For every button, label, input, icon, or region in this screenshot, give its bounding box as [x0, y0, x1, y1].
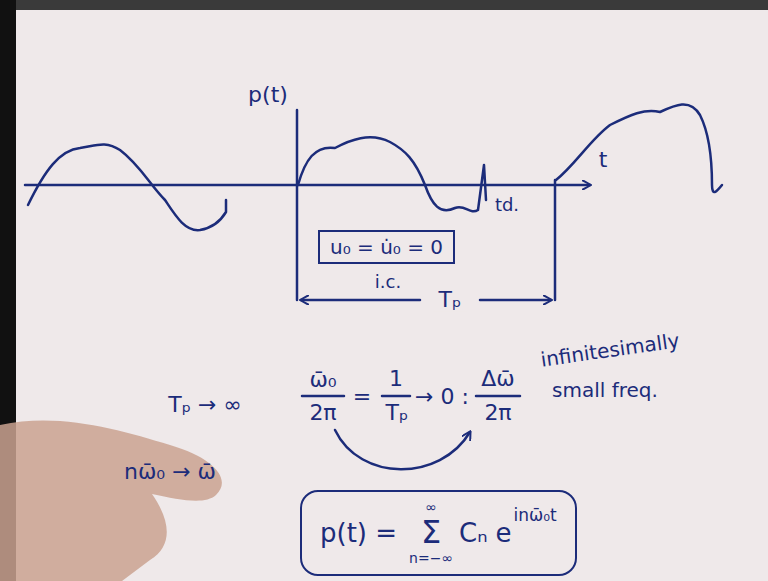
handwritten-label: =	[353, 385, 371, 409]
formula-box: p(t) =∞Σn=−∞Cₙeinω̄₀t	[300, 490, 577, 576]
load-waveform	[556, 104, 722, 192]
fraction-bar	[476, 395, 520, 398]
handwritten-label: Tₚ	[386, 401, 409, 425]
fraction-bar	[382, 395, 410, 398]
formula-text: ∞	[425, 500, 437, 515]
formula-text: Σ	[421, 515, 441, 550]
handwritten-label: → 0 :	[415, 385, 469, 409]
handwritten-label: nω̄₀ → ω̄	[124, 460, 216, 484]
formula-text: inω̄₀t	[514, 506, 557, 525]
board-edge	[0, 0, 768, 10]
sum-symbol: ∞Σn=−∞	[409, 500, 453, 566]
fraction-bar	[302, 395, 344, 398]
handwritten-label: Δω̄	[481, 367, 514, 391]
load-waveform	[298, 137, 486, 211]
handwritten-label: 2π	[309, 401, 336, 425]
period-arrow	[301, 299, 420, 302]
handwritten-label: Tₚ	[433, 288, 468, 312]
formula-text: p(t) =	[320, 519, 397, 548]
formula-text: Cₙ	[459, 519, 488, 548]
handwritten-label: 2π	[484, 401, 511, 425]
p-axis	[296, 110, 299, 300]
handwritten-label: td.	[495, 195, 519, 215]
time-axis	[25, 184, 590, 187]
period-arrow	[480, 299, 551, 302]
formula-text: u₀ = u̇₀ = 0	[330, 235, 443, 259]
handwritten-label: t	[599, 148, 608, 172]
formula-text: n=−∞	[409, 551, 453, 566]
period-bracket	[554, 180, 557, 300]
handwritten-label: Tₚ → ∞	[168, 393, 242, 417]
handwritten-label: infinitesimally	[539, 329, 681, 370]
hand	[0, 421, 222, 581]
handwritten-label: small freq.	[552, 379, 658, 401]
handwritten-label: i.c.	[375, 272, 401, 292]
curved-arrow	[335, 430, 470, 469]
formula-text: e	[496, 519, 512, 548]
handwritten-label: 1	[389, 367, 403, 391]
load-waveform	[28, 144, 226, 230]
handwritten-label: ω̄₀	[309, 368, 336, 392]
handwritten-label: p(t)	[248, 83, 288, 107]
condition-box: u₀ = u̇₀ = 0	[318, 230, 455, 264]
